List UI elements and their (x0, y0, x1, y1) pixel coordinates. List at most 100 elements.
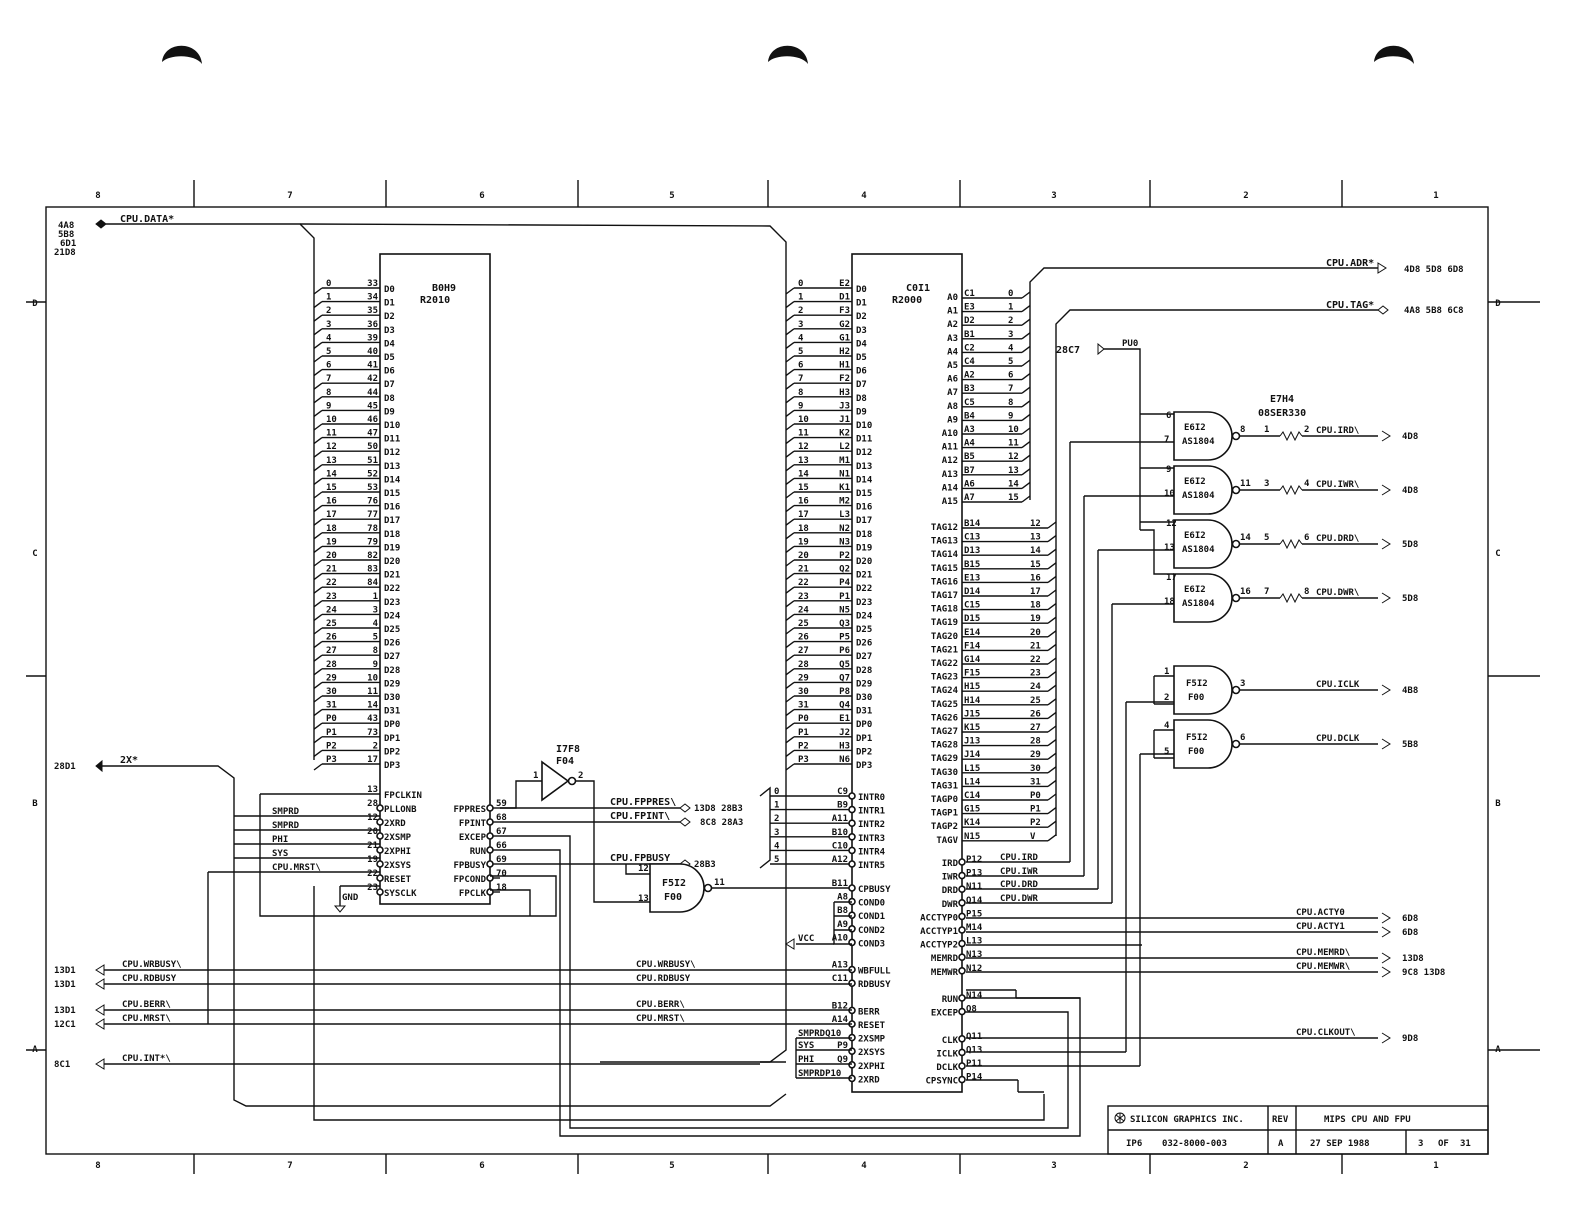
wire (1047, 820, 1057, 828)
inverter-part: F04 (556, 756, 574, 767)
cpu-ctrl-net: SMPRDQ10 (798, 1029, 841, 1039)
cpu-int-pin: B10 (832, 828, 848, 838)
cpu-bus-index: 14 (798, 469, 809, 479)
cpu-int-name: INTR0 (858, 793, 885, 803)
cpu-int-name: INTR4 (858, 847, 886, 857)
nand-gate (1173, 411, 1233, 461)
cpu-tag-name: TAG23 (931, 673, 958, 683)
cpu-addr-index: 1 (1008, 303, 1013, 313)
cpu-pin-name: D26 (856, 639, 872, 649)
gate-pin: 11 (1240, 479, 1251, 489)
fpu-ctrl-name: FPCLK (459, 889, 487, 899)
x2-net: 2X* (120, 755, 138, 766)
fpu-ctrl-pin: 18 (496, 883, 507, 893)
right-output-ref: 5D8 (1402, 594, 1418, 604)
cpu-pin-name: D0 (856, 285, 867, 295)
cpu-addr-index: 2 (1008, 316, 1013, 326)
cpu-pin-name: D31 (856, 707, 872, 717)
nand-gate (1173, 665, 1233, 715)
row-label: D (32, 299, 38, 309)
wire (1047, 834, 1057, 842)
cpu-tag-index: 27 (1030, 723, 1041, 733)
cpu-ctrl-name: IRD (942, 859, 959, 869)
cpu-pin-name: 2XPHI (858, 1062, 885, 1072)
bubble (1231, 739, 1241, 749)
cpu-int-name: INTR3 (858, 834, 885, 844)
cpu-pin-name: RDBUSY (858, 980, 891, 990)
fpu-pin-name: D31 (384, 707, 400, 717)
cpu-addr-index: 3 (1008, 330, 1013, 340)
cpu-bus-index: 13 (798, 456, 809, 466)
cpu-int-index: 2 (774, 814, 779, 824)
row-label: B (32, 799, 38, 809)
cpu-tag-index: 15 (1030, 560, 1041, 570)
fpu-bus-index: 21 (326, 565, 337, 575)
cpu-addr-pin: A2 (964, 371, 975, 381)
wire (785, 600, 795, 608)
cpu-pin-number: P5 (839, 633, 850, 643)
fpu-ctrl-net: PHI (272, 835, 288, 845)
bubble (848, 911, 856, 920)
cpu-pin-name: D15 (856, 489, 872, 499)
gate-pin: 10 (1164, 489, 1175, 499)
resistor (1279, 430, 1303, 442)
cpu-addr-pin: C1 (964, 289, 975, 299)
wire (1047, 766, 1057, 774)
cpu-ctrl-name: ICLK (936, 1049, 958, 1059)
cpu-pin-name: D21 (856, 571, 872, 581)
cpu-addr-name: A6 (947, 375, 958, 385)
wire (1047, 630, 1057, 638)
cpu-pin-number: B11 (832, 879, 848, 889)
cpu-pin-number: E1 (839, 714, 850, 724)
cpu-tag-name: TAG21 (931, 645, 958, 655)
fpu-bus-index: P0 (326, 714, 337, 724)
cpu-pin-name: D9 (856, 407, 867, 417)
cpu-addr-index: 15 (1008, 493, 1019, 503)
cpu-ref: C0I1 (906, 283, 930, 294)
cpu-addr-pin: B7 (964, 466, 975, 476)
wire (785, 301, 795, 309)
bubble (848, 1047, 856, 1055)
cpu-pin-number: M2 (839, 497, 850, 507)
cpu-pin-name: 2XRD (858, 1075, 880, 1085)
fpu-bus-index: 19 (326, 537, 337, 547)
bubble (958, 1035, 966, 1043)
output-arrow (1381, 966, 1391, 978)
output-arrow (1381, 538, 1391, 550)
right-output-net: CPU.IRD\ (1316, 426, 1359, 436)
cpu-pin-name: D5 (856, 353, 867, 363)
fpu-pin-number: 3 (373, 605, 378, 615)
cpu-pin-number: A9 (837, 920, 848, 930)
fpint-net: CPU.FPINT\ (610, 811, 670, 822)
right-output-ref: 6D8 (1402, 914, 1418, 924)
cpu-addr-name: A10 (942, 429, 958, 439)
cpu-data-label: CPU.DATA* (120, 214, 174, 225)
fppres-ref: 13D8 28B3 (694, 804, 743, 814)
cpu-pin-name: DP0 (856, 720, 872, 730)
fpu-pin-name: D10 (384, 421, 400, 431)
wire (785, 695, 795, 703)
cpu-ctrl-pin: P11 (966, 1059, 982, 1069)
cpu-addr-pin: A3 (964, 425, 975, 435)
cpu-left-lower-pins: B11CPBUSYA8COND0B8COND1A9COND2A10COND3A1… (832, 879, 891, 1085)
fpu-pin-name: D1 (384, 299, 395, 309)
cpu-tag-name: TAG25 (931, 700, 958, 710)
strobe-net: CPU.DWR (1000, 894, 1039, 904)
wire (1021, 400, 1031, 408)
cpu-tag-name: TAGP1 (931, 809, 958, 819)
fpu-pin-number: 46 (367, 415, 378, 425)
cpu-pin-name: D24 (856, 611, 873, 621)
fpu-ctrl-pin: 22 (367, 869, 378, 879)
bubble (1231, 485, 1241, 495)
cpu-tag-index: V (1030, 832, 1036, 842)
cpu-int-name: INTR5 (858, 861, 885, 871)
wire (313, 600, 323, 608)
row-label: D (1495, 299, 1501, 309)
cpu-tag-index: 14 (1030, 546, 1041, 556)
fpu-pin-name: D23 (384, 598, 400, 608)
cpu-addr-name: A14 (942, 483, 959, 493)
